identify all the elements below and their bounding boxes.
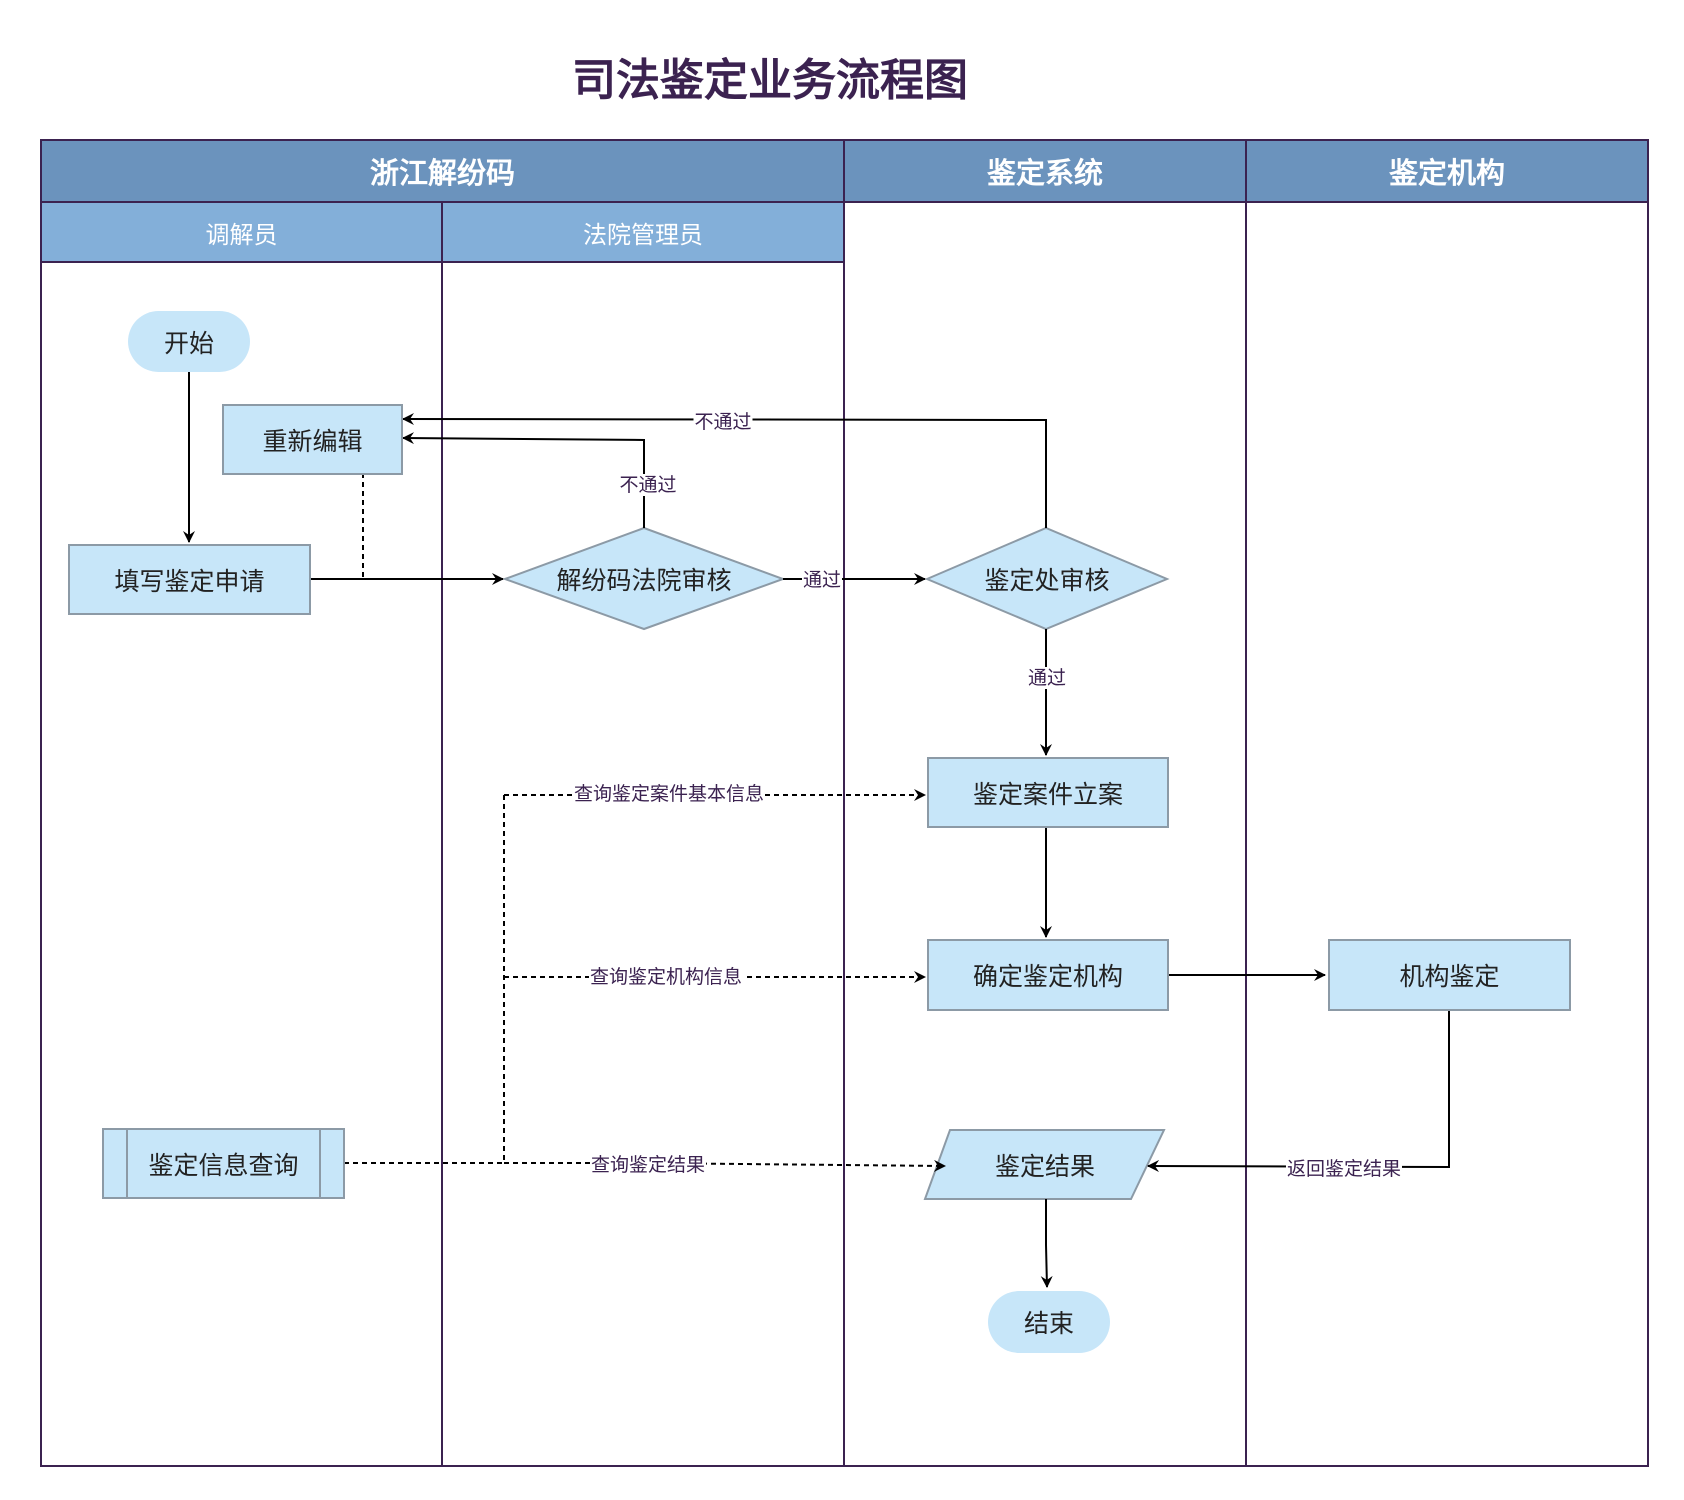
edge-label-query-agency-info: 查询鉴定机构信息 xyxy=(588,966,744,988)
edge-label-query-case-info: 查询鉴定案件基本信息 xyxy=(572,783,766,805)
edge-label-court-reject: 不通过 xyxy=(618,474,678,496)
info-query-right-bar xyxy=(319,1130,321,1197)
lane-header-appraisal-agency: 鉴定机构 xyxy=(1246,140,1648,202)
result-label: 鉴定结果 xyxy=(994,1151,1095,1181)
edge-label-office-pass: 通过 xyxy=(1026,667,1068,689)
sub-lane-header-mediator: 调解员 xyxy=(41,202,442,262)
end-node[interactable]: 结束 xyxy=(988,1291,1110,1353)
determine-agency-label: 确定鉴定机构 xyxy=(972,962,1123,991)
info-query-left-bar xyxy=(126,1130,128,1197)
court-review-label: 解纷码法院审核 xyxy=(556,565,732,595)
office-review-label: 鉴定处审核 xyxy=(984,565,1110,595)
lane-header-zhejiang: 浙江解纷码 xyxy=(41,140,844,202)
edge-label-query-result: 查询鉴定结果 xyxy=(589,1154,707,1176)
determine-agency-node[interactable]: 确定鉴定机构 xyxy=(927,939,1169,1011)
sub-lane-header-court-admin: 法院管理员 xyxy=(442,202,844,262)
edge-court-reject-to-reedit xyxy=(402,432,645,528)
edge-label-office-reject: 不通过 xyxy=(693,411,753,433)
edge-result-to-end xyxy=(1040,1199,1053,1288)
diagram-title: 司法鉴定业务流程图 xyxy=(572,55,968,106)
lane-header-appraisal-system: 鉴定系统 xyxy=(844,140,1246,202)
start-node-label: 开始 xyxy=(163,328,214,358)
edge-label-court-pass: 通过 xyxy=(801,569,843,591)
fill-application-node[interactable]: 填写鉴定申请 xyxy=(68,544,311,615)
court-review-decision[interactable]: 解纷码法院审核 xyxy=(505,528,783,629)
case-filing-label: 鉴定案件立案 xyxy=(972,779,1123,809)
agency-appraisal-label: 机构鉴定 xyxy=(1399,962,1500,991)
info-query-node[interactable]: 鉴定信息查询 xyxy=(102,1128,345,1199)
end-node-label: 结束 xyxy=(1023,1309,1074,1338)
info-query-label: 鉴定信息查询 xyxy=(148,1150,299,1180)
reedit-node[interactable]: 重新编辑 xyxy=(222,404,403,475)
lane-grid xyxy=(40,139,1649,1467)
decision-office-review-shape xyxy=(924,526,1170,631)
edge-appraisal-return-result xyxy=(1147,1011,1450,1173)
edge-office-reject-to-reedit xyxy=(402,413,1047,528)
fill-application-node-label: 填写鉴定申请 xyxy=(114,566,265,596)
case-filing-node[interactable]: 鉴定案件立案 xyxy=(927,757,1169,828)
office-review-decision[interactable]: 鉴定处审核 xyxy=(927,528,1167,629)
result-parallelogram-shape xyxy=(923,1129,1166,1200)
edge-label-return-result: 返回鉴定结果 xyxy=(1285,1158,1403,1180)
edge-query-result xyxy=(504,1159,946,1172)
start-node[interactable]: 开始 xyxy=(128,311,250,372)
reedit-node-label: 重新编辑 xyxy=(262,426,363,456)
result-node[interactable]: 鉴定结果 xyxy=(925,1130,1165,1199)
agency-appraisal-node[interactable]: 机构鉴定 xyxy=(1328,939,1571,1011)
